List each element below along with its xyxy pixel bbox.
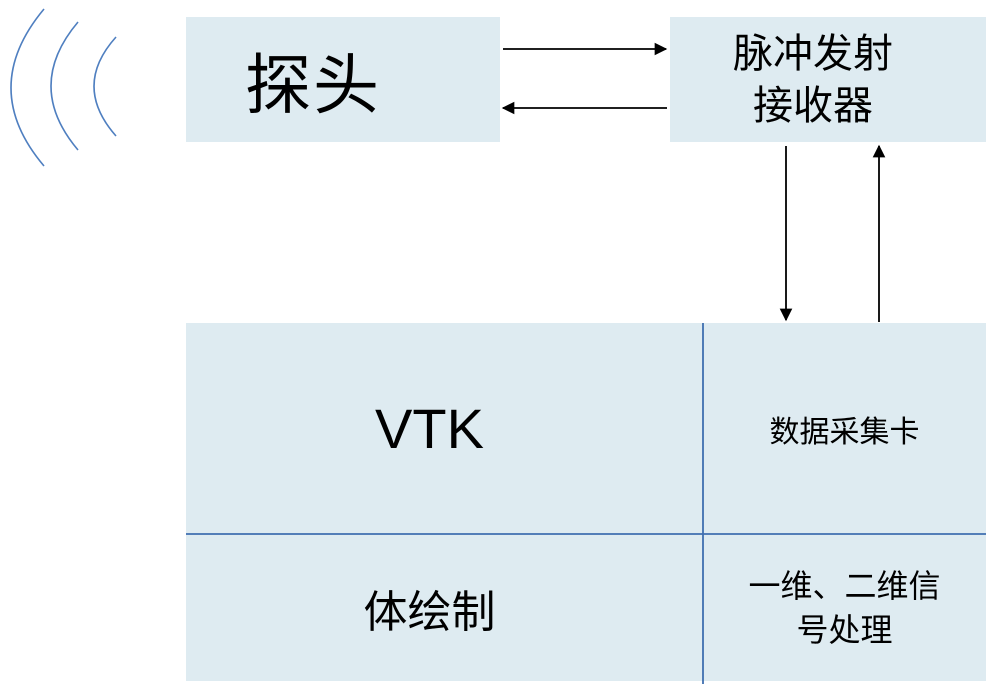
volume-rendering-label: 体绘制 (363, 586, 496, 638)
data-acquisition-card-cell: 数据采集卡 (703, 323, 986, 534)
signal-processing-cell: 一维、二维信 号处理 (703, 534, 986, 681)
signal-processing-label: 一维、二维信 号处理 (748, 566, 941, 649)
vtk-label: VTK (375, 397, 484, 460)
probe-box: 探头 (186, 17, 500, 142)
vtk-cell: VTK (186, 323, 703, 534)
processing-panel (186, 323, 986, 681)
pulser-receiver-box: 脉冲发射 接收器 (670, 17, 986, 142)
data-acquisition-card-label: 数据采集卡 (769, 414, 920, 450)
wave-arc-inner (93, 36, 117, 137)
pulser-receiver-label: 脉冲发射 接收器 (733, 30, 893, 129)
wave-arc-outer (10, 8, 45, 167)
wave-arc-middle (50, 21, 79, 151)
probe-label: 探头 (245, 46, 381, 124)
volume-rendering-cell: 体绘制 (186, 534, 703, 681)
